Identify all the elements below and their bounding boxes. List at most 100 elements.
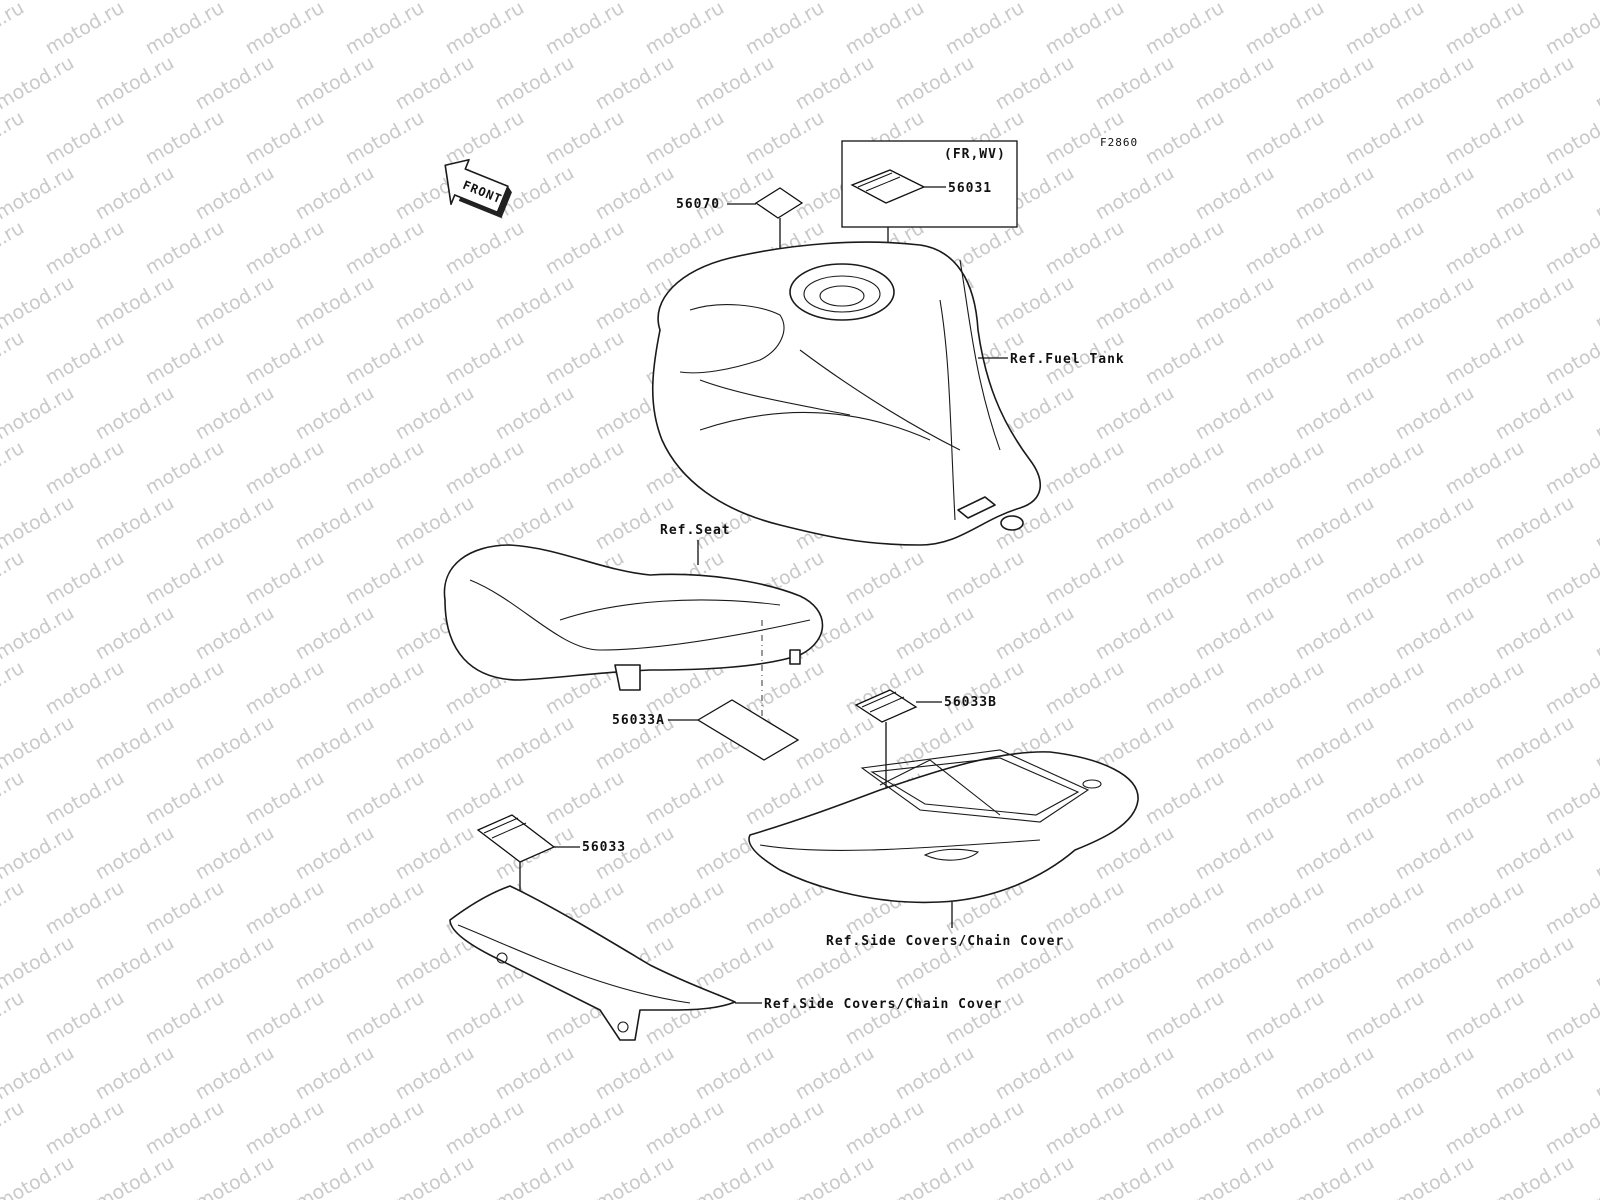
watermark-text: motod.ru xyxy=(1492,1042,1578,1105)
watermark-text: motod.ru xyxy=(1392,1152,1478,1200)
watermark-text: motod.ru xyxy=(692,932,778,995)
watermark-text: motod.ru xyxy=(1592,162,1600,225)
watermark-text: motod.ru xyxy=(342,1097,428,1160)
watermark-text: motod.ru xyxy=(1492,162,1578,225)
watermark-text: motod.ru xyxy=(292,492,378,555)
watermark-text: motod.ru xyxy=(42,217,128,280)
watermark-text: motod.ru xyxy=(42,1097,128,1160)
watermark-text: motod.ru xyxy=(42,547,128,610)
watermark-text: motod.ru xyxy=(1342,547,1428,610)
watermark-text: motod.ru xyxy=(542,1097,628,1160)
watermark-text: motod.ru xyxy=(1442,327,1528,390)
watermark-text: motod.ru xyxy=(1292,1042,1378,1105)
watermark-text: motod.ru xyxy=(1292,932,1378,995)
watermark-text: motod.ru xyxy=(942,1097,1028,1160)
watermark-text: motod.ru xyxy=(1092,1042,1178,1105)
watermark-text: motod.ru xyxy=(242,437,328,500)
watermark-text: motod.ru xyxy=(1592,1042,1600,1105)
watermark-text: motod.ru xyxy=(992,272,1078,335)
watermark-text: motod.ru xyxy=(1592,932,1600,995)
watermark-text: motod.ru xyxy=(892,602,978,665)
watermark-text: motod.ru xyxy=(142,657,228,720)
part-56033A-label: 56033A xyxy=(612,713,665,728)
watermark-text: motod.ru xyxy=(1092,932,1178,995)
watermark-text: motod.ru xyxy=(442,217,528,280)
watermark-text: motod.ru xyxy=(0,382,78,445)
watermark-text: motod.ru xyxy=(292,602,378,665)
watermark-text: motod.ru xyxy=(0,162,78,225)
watermark-text: motod.ru xyxy=(342,107,428,170)
watermark-text: motod.ru xyxy=(92,162,178,225)
watermark-text: motod.ru xyxy=(0,1042,78,1105)
watermark-text: motod.ru xyxy=(1342,657,1428,720)
watermark-text: motod.ru xyxy=(0,107,28,170)
part-56033B-label: 56033B xyxy=(944,695,997,710)
part-56031-label: 56031 xyxy=(948,181,992,196)
watermark-text: motod.ru xyxy=(1142,217,1228,280)
watermark-text: motod.ru xyxy=(1592,52,1600,115)
watermark-text: motod.ru xyxy=(1142,437,1228,500)
watermark-text: motod.ru xyxy=(1592,492,1600,555)
watermark-text: motod.ru xyxy=(742,107,828,170)
watermark-text: motod.ru xyxy=(1042,657,1128,720)
watermark-text: motod.ru xyxy=(1142,657,1228,720)
watermark-text: motod.ru xyxy=(642,1097,728,1160)
watermark-text: motod.ru xyxy=(242,0,328,59)
watermark-text: motod.ru xyxy=(192,712,278,775)
decal-56033A xyxy=(696,699,800,761)
ref-side-covers-lower-label: Ref.Side Covers/Chain Cover xyxy=(764,997,1002,1012)
watermark-text: motod.ru xyxy=(1392,932,1478,995)
watermark-text: motod.ru xyxy=(1492,932,1578,995)
watermark-text: motod.ru xyxy=(1492,602,1578,665)
watermark-text: motod.ru xyxy=(92,822,178,885)
watermark-text: motod.ru xyxy=(292,822,378,885)
watermark-text: motod.ru xyxy=(0,327,28,390)
watermark-text: motod.ru xyxy=(0,1097,28,1160)
watermark-text: motod.ru xyxy=(1242,547,1328,610)
watermark-text: motod.ru xyxy=(742,1097,828,1160)
watermark-text: motod.ru xyxy=(442,437,528,500)
watermark-text: motod.ru xyxy=(1492,382,1578,445)
watermark-text: motod.ru xyxy=(1442,1097,1528,1160)
watermark-text: motod.ru xyxy=(842,1097,928,1160)
watermark-text: motod.ru xyxy=(742,877,828,940)
ref-side-covers-right-label: Ref.Side Covers/Chain Cover xyxy=(826,934,1064,949)
watermark-text: motod.ru xyxy=(1142,327,1228,390)
watermark-text: motod.ru xyxy=(442,327,528,390)
watermark-text: motod.ru xyxy=(192,1152,278,1200)
watermark-text: motod.ru xyxy=(0,492,78,555)
watermark-text: motod.ru xyxy=(392,52,478,115)
watermark-text: motod.ru xyxy=(142,437,228,500)
watermark-text: motod.ru xyxy=(942,0,1028,59)
watermark-text: motod.ru xyxy=(792,1152,878,1200)
watermark-text: motod.ru xyxy=(342,217,428,280)
watermark-text: motod.ru xyxy=(1042,0,1128,59)
watermark-text: motod.ru xyxy=(692,1042,778,1105)
watermark-text: motod.ru xyxy=(142,0,228,59)
watermark-text: motod.ru xyxy=(42,327,128,390)
watermark-text: motod.ru xyxy=(392,1152,478,1200)
watermark-text: motod.ru xyxy=(1492,712,1578,775)
watermark-text: motod.ru xyxy=(1542,657,1600,720)
watermark-text: motod.ru xyxy=(0,547,28,610)
watermark-text: motod.ru xyxy=(1242,767,1328,830)
watermark-text: motod.ru xyxy=(1392,1042,1478,1105)
watermark-text: motod.ru xyxy=(642,0,728,59)
watermark-text: motod.ru xyxy=(42,767,128,830)
watermark-text: motod.ru xyxy=(1592,822,1600,885)
watermark-text: motod.ru xyxy=(1442,547,1528,610)
watermark-text: motod.ru xyxy=(1092,52,1178,115)
watermark-text: motod.ru xyxy=(492,272,578,335)
watermark-text: motod.ru xyxy=(342,437,428,500)
watermark-text: motod.ru xyxy=(1192,712,1278,775)
watermark-text: motod.ru xyxy=(742,0,828,59)
watermark-text: motod.ru xyxy=(1342,217,1428,280)
watermark-text: motod.ru xyxy=(542,107,628,170)
watermark-text: motod.ru xyxy=(292,932,378,995)
watermark-text: motod.ru xyxy=(392,822,478,885)
watermark-text: motod.ru xyxy=(1042,217,1128,280)
watermark-text: motod.ru xyxy=(1592,1152,1600,1200)
watermark-text: motod.ru xyxy=(242,547,328,610)
watermark-text: motod.ru xyxy=(142,877,228,940)
watermark-text: motod.ru xyxy=(342,877,428,940)
